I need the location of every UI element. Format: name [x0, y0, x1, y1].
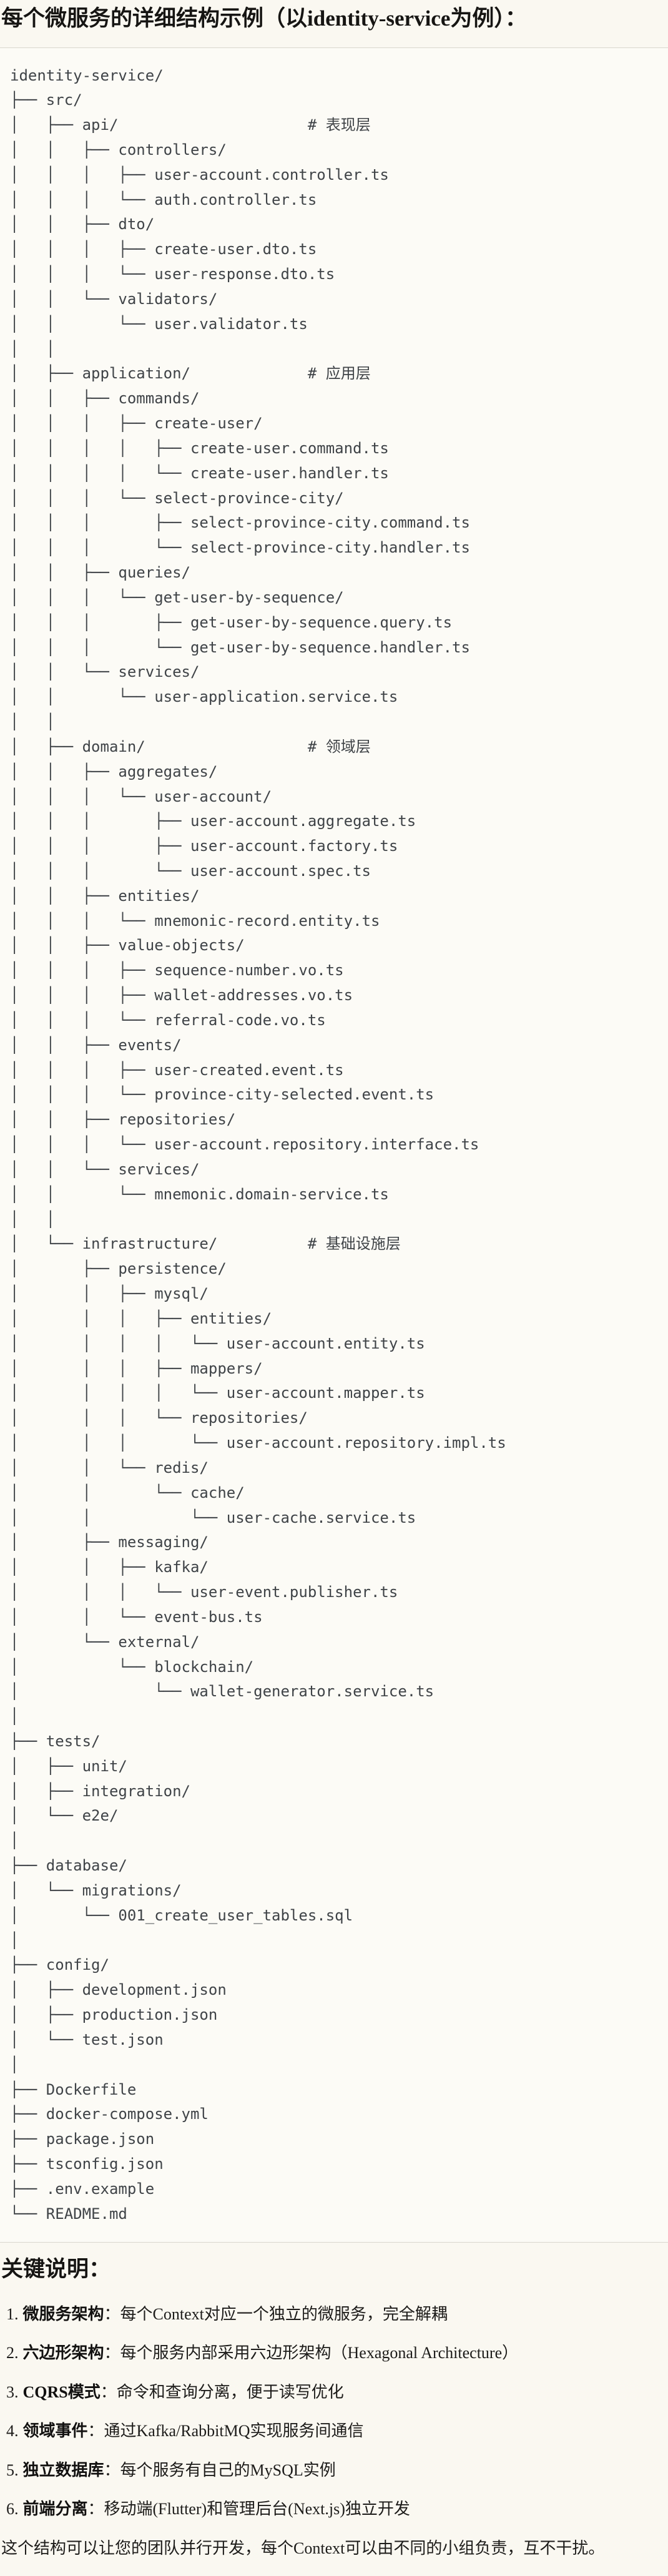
- code-block: identity-service/ ├── src/ │ ├── api/ # …: [0, 47, 668, 2243]
- notes-list: 1.微服务架构：每个Context对应一个独立的微服务，完全解耦 2.六边形架构…: [1, 2304, 667, 2520]
- note-desc: ：命令和查询分离，便于读写优化: [100, 2382, 344, 2401]
- note-term: 六边形架构: [22, 2344, 104, 2362]
- note-desc: ：移动端(Flutter)和管理后台(Next.js)独立开发: [87, 2500, 410, 2519]
- note-number: 2.: [6, 2344, 19, 2362]
- notes-heading: 关键说明：: [1, 2256, 111, 2281]
- note-term: 微服务架构: [22, 2304, 104, 2323]
- note-term: CQRS模式: [22, 2382, 101, 2401]
- closing-paragraph: 这个结构可以让您的团队并行开发，每个Context可以由不同的小组负责，互不干扰…: [1, 2539, 605, 2557]
- note-desc: ：每个服务有自己的MySQL实例: [104, 2460, 336, 2479]
- page-title: 每个微服务的详细结构示例（以identity-service为例）：: [1, 6, 527, 31]
- note-number: 3.: [6, 2382, 19, 2401]
- list-item: 3.CQRS模式：命令和查询分离，便于读写优化: [1, 2382, 667, 2403]
- document: 每个微服务的详细结构示例（以identity-service为例）： ident…: [0, 6, 668, 2576]
- directory-tree: identity-service/ ├── src/ │ ├── api/ # …: [10, 66, 506, 2223]
- note-desc: ：每个Context对应一个独立的微服务，完全解耦: [104, 2304, 448, 2323]
- note-number: 4.: [6, 2422, 19, 2441]
- list-item: 1.微服务架构：每个Context对应一个独立的微服务，完全解耦: [1, 2304, 667, 2325]
- note-term: 领域事件: [22, 2422, 88, 2441]
- note-term: 独立数据库: [22, 2460, 104, 2479]
- list-item: 4.领域事件：通过Kafka/RabbitMQ实现服务间通信: [1, 2421, 667, 2442]
- note-number: 5.: [6, 2460, 19, 2479]
- list-item: 2.六边形架构：每个服务内部采用六边形架构（Hexagonal Architec…: [1, 2342, 667, 2364]
- note-desc: ：通过Kafka/RabbitMQ实现服务间通信: [87, 2422, 364, 2441]
- note-term: 前端分离: [22, 2500, 88, 2519]
- list-item: 5.独立数据库：每个服务有自己的MySQL实例: [1, 2460, 667, 2481]
- list-item: 6.前端分离：移动端(Flutter)和管理后台(Next.js)独立开发: [1, 2499, 667, 2520]
- note-number: 6.: [6, 2500, 19, 2519]
- note-desc: ：每个服务内部采用六边形架构（Hexagonal Architecture）: [104, 2344, 519, 2362]
- note-number: 1.: [6, 2304, 19, 2323]
